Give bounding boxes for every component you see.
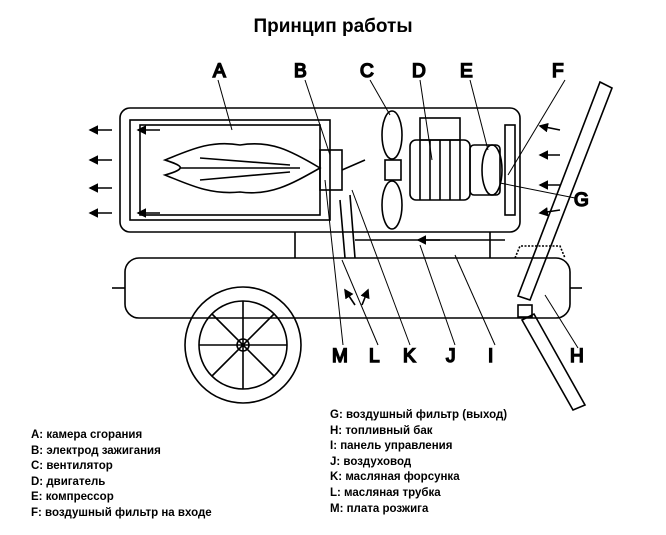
combustion-chamber — [139, 124, 321, 216]
legend-item: A: камера сгорания — [31, 429, 143, 441]
legend-item: L: масляная трубка — [330, 486, 441, 499]
heater-body — [119, 107, 521, 233]
legend-item: M: плата розжига — [330, 502, 429, 515]
leader-lines — [217, 79, 579, 349]
fuel-cap — [514, 245, 566, 259]
legend-item: D: двигатель — [31, 475, 106, 488]
page-title: Принцип работы — [253, 16, 413, 37]
label-l: L — [369, 346, 380, 367]
legend-item: H: топливный бак — [330, 424, 433, 437]
label-a: A — [213, 61, 226, 82]
label-m: M — [332, 346, 348, 367]
label-f: F — [552, 61, 564, 82]
label-h: H — [570, 346, 584, 367]
fuel-tank — [124, 257, 571, 319]
legend-item: E: компрессор — [31, 491, 114, 504]
legend-right: G: воздушный фильтр (выход) H: топливный… — [330, 408, 507, 517]
legend-item: J: воздуховод — [330, 455, 412, 468]
label-d: D — [412, 61, 426, 82]
legend-item: F: воздушный фильтр на входе — [31, 506, 212, 519]
fan — [381, 110, 403, 230]
label-k: K — [403, 346, 416, 367]
label-j: J — [446, 346, 456, 367]
legend-item: C: вентилятор — [31, 460, 113, 473]
label-e: E — [460, 61, 473, 82]
label-g: G — [574, 190, 589, 211]
compressor — [469, 144, 501, 196]
airflow-arrows — [88, 122, 561, 306]
flame — [162, 142, 322, 194]
legend-item: G: воздушный фильтр (выход) — [330, 409, 508, 421]
legend-left: A: камера сгорания B: электрод зажигания… — [31, 428, 212, 522]
legend-item: K: масляная форсунка — [330, 471, 460, 484]
wheel — [184, 286, 302, 404]
legend-item: B: электрод зажигания — [31, 444, 161, 457]
label-b: B — [294, 61, 307, 82]
handle — [516, 80, 614, 412]
label-c: C — [360, 61, 374, 82]
legend-item: I: панель управления — [330, 440, 453, 453]
label-i: I — [488, 346, 493, 367]
